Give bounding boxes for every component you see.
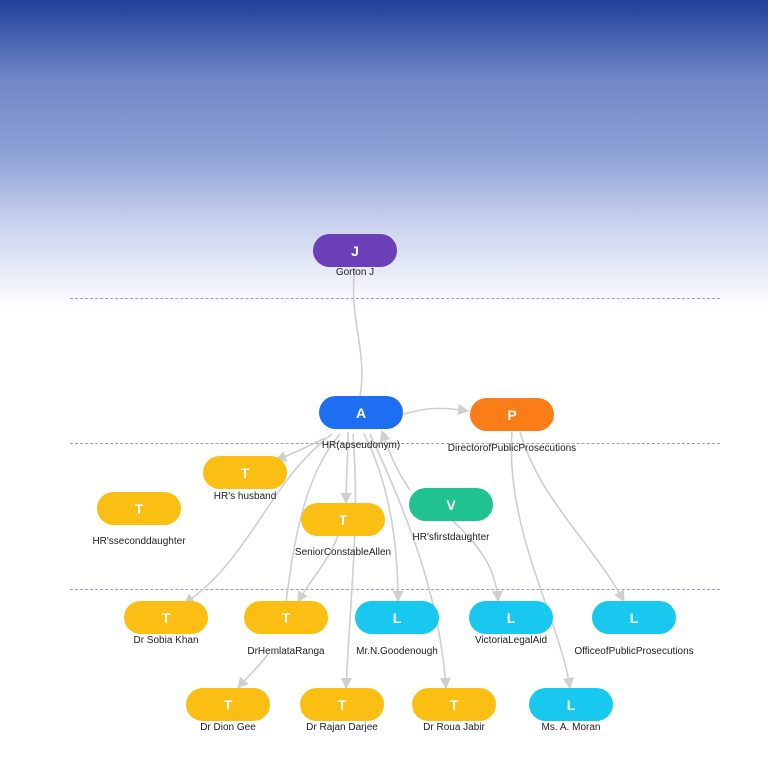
node-legal-goodenough[interactable]: L	[355, 601, 439, 634]
node-letter: T	[338, 511, 348, 528]
edge-accused-constable	[340, 431, 352, 505]
node-letter: J	[351, 242, 359, 259]
node-label: HR'sfirstdaughter	[412, 532, 490, 543]
node-label: DrHemlataRanga	[247, 646, 325, 657]
tier-divider	[70, 298, 720, 299]
node-label: HR'sseconddaughter	[92, 536, 186, 547]
node-legal-victorialegalaid[interactable]: L	[469, 601, 553, 634]
node-letter: L	[629, 609, 639, 626]
edge-prosecution-opp	[519, 431, 625, 602]
edge-accused-prosecution	[403, 403, 470, 416]
node-witness-rouajabir[interactable]: T	[412, 688, 496, 721]
node-victim-firstdaughter[interactable]: V	[409, 488, 493, 521]
node-witness-sobiakhan[interactable]: T	[124, 601, 208, 634]
node-label: HR(apseudonym)	[321, 440, 401, 451]
edge-accused-rajandarjee	[340, 433, 357, 690]
node-label: Dr Sobia Khan	[133, 635, 199, 646]
node-letter: T	[240, 464, 250, 481]
node-judge[interactable]: J	[313, 234, 397, 267]
edge-accused-hemlataranga	[285, 433, 341, 603]
node-label: DirectorofPublicProsecutions	[447, 443, 577, 454]
edge-prosecution-moran	[510, 431, 575, 690]
node-label: OfficeofPublicProsecutions	[574, 646, 694, 657]
node-label: Mr.N.Goodenough	[356, 646, 438, 657]
node-accused[interactable]: A	[319, 396, 403, 429]
edge-accused-sobiakhan	[183, 433, 333, 605]
node-prosecution[interactable]: P	[470, 398, 554, 431]
edge-judge-accused	[352, 265, 363, 397]
edge-hemlataranga-diongee	[237, 653, 269, 689]
node-witness-diongee[interactable]: T	[186, 688, 270, 721]
node-label: SeniorConstableAllen	[294, 547, 392, 558]
node-letter: P	[507, 406, 517, 423]
tier-divider	[70, 443, 720, 444]
node-legal-moran[interactable]: L	[529, 688, 613, 721]
node-witness-seconddaughter[interactable]: T	[97, 492, 181, 525]
node-label: Dr Dion Gee	[200, 722, 256, 733]
node-witness-constable[interactable]: T	[301, 503, 385, 536]
node-letter: T	[161, 609, 171, 626]
node-label: Gorton J	[335, 267, 375, 278]
edge-accused-rouajabir	[369, 433, 451, 690]
node-letter: L	[506, 609, 516, 626]
tier-divider	[70, 589, 720, 590]
edge-accused-goodenough	[363, 433, 404, 603]
node-label: Dr Roua Jabir	[423, 722, 485, 733]
node-legal-opp[interactable]: L	[592, 601, 676, 634]
node-letter: T	[449, 696, 459, 713]
node-witness-rajandarjee[interactable]: T	[300, 688, 384, 721]
node-label: VictoriaLegalAid	[474, 635, 548, 646]
node-letter: A	[355, 404, 367, 421]
edge-constable-hemlataranga	[297, 534, 339, 603]
node-letter: V	[446, 496, 456, 513]
edge-accused-firstdaughter	[379, 429, 411, 491]
node-label: Ms. A. Moran	[541, 722, 601, 733]
edge-firstdaughter-legalaid	[451, 519, 503, 603]
node-label: Dr Rajan Darjee	[306, 722, 378, 733]
node-witness-husband[interactable]: T	[203, 456, 287, 489]
node-letter: L	[392, 609, 402, 626]
node-letter: L	[566, 696, 576, 713]
node-letter: T	[223, 696, 233, 713]
node-witness-hemlataranga[interactable]: T	[244, 601, 328, 634]
node-letter: T	[281, 609, 291, 626]
node-label: HR's husband	[213, 491, 277, 502]
node-letter: T	[134, 500, 144, 517]
node-letter: T	[337, 696, 347, 713]
